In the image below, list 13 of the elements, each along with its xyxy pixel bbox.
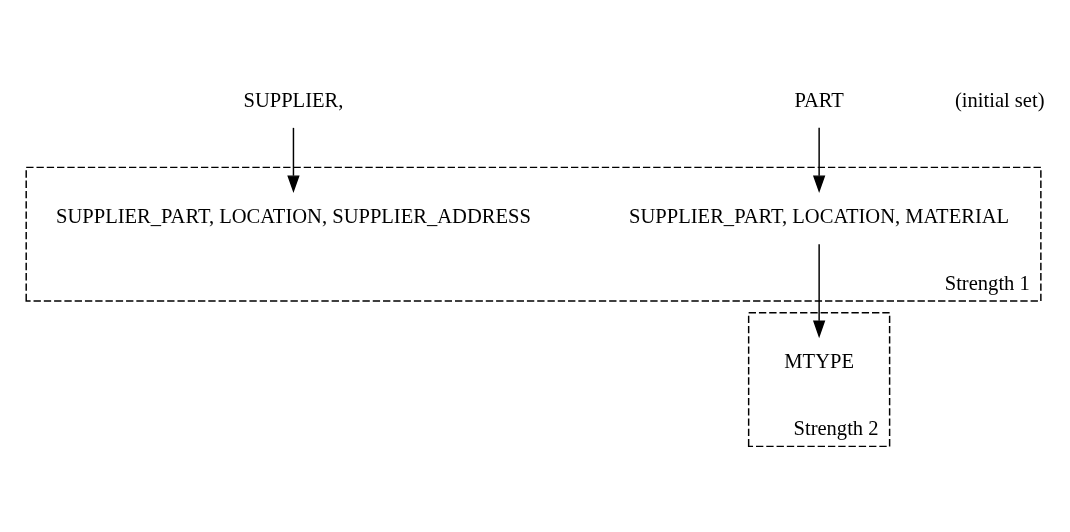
label: (initial set) [954, 88, 1045, 111]
arrow [812, 243, 826, 338]
node-text: MTYPE [784, 349, 854, 372]
node-label: Strength 1 [944, 271, 1030, 294]
node-text: PART [794, 88, 844, 111]
cluster [25, 166, 1042, 302]
arrow [812, 126, 826, 193]
node-label: Strength 2 [793, 416, 879, 439]
cluster [747, 311, 891, 447]
node-text: SUPPLIER_PART, LOCATION, SUPPLIER_ADDRESS [56, 204, 531, 227]
arrow [287, 126, 300, 193]
node-text: SUPPLIER, [243, 88, 344, 111]
node-text: SUPPLIER_PART, LOCATION, MATERIAL [629, 204, 1010, 227]
